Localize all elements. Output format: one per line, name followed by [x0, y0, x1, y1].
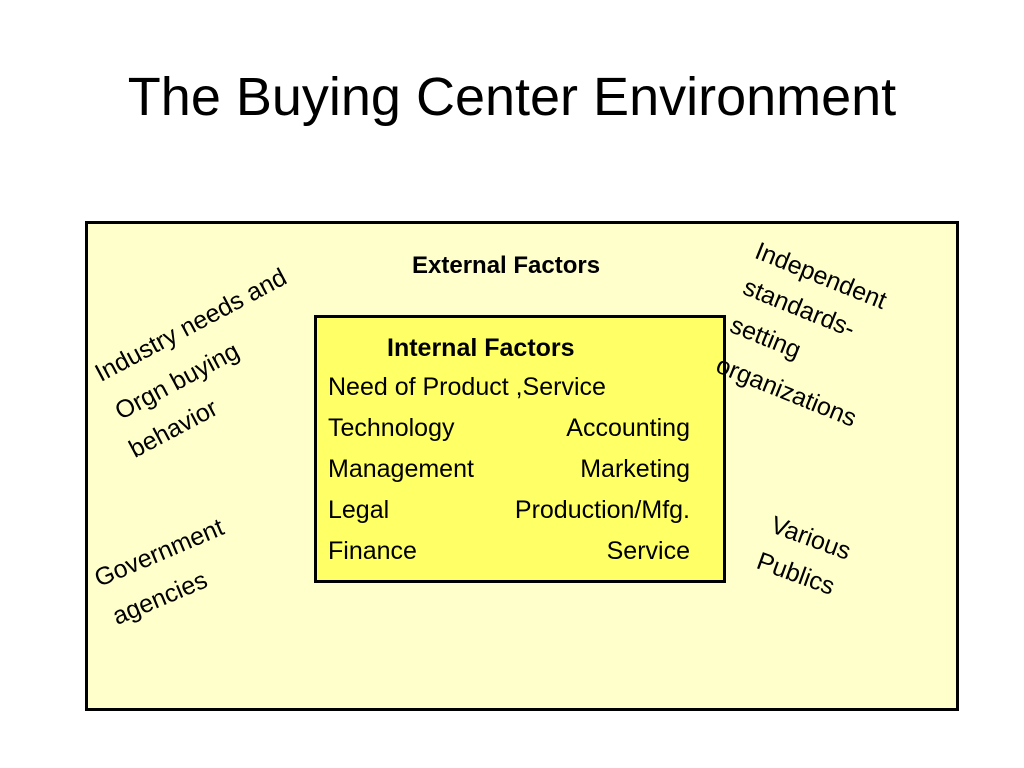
internal-factor-right: Marketing: [580, 455, 690, 483]
internal-factors-label: Internal Factors: [387, 334, 575, 362]
internal-factor-row: Management Marketing: [328, 449, 690, 489]
internal-factors-box: [314, 315, 726, 583]
internal-factor-left: Finance: [328, 537, 417, 565]
internal-factor-right: Service: [606, 537, 690, 565]
internal-factor-left: Need of Product ,Service: [328, 373, 606, 401]
internal-factor-row: Legal Production/Mfg.: [328, 490, 690, 530]
internal-factor-left: Management: [328, 455, 474, 483]
slide-title: The Buying Center Environment: [127, 67, 897, 127]
internal-factor-row: Finance Service: [328, 531, 690, 571]
internal-factor-right: Accounting: [566, 414, 690, 442]
internal-factor-left: Technology: [328, 414, 455, 442]
internal-factor-row: Technology Accounting: [328, 408, 690, 448]
internal-factor-row: Need of Product ,Service: [328, 367, 690, 407]
internal-factor-right: Production/Mfg.: [514, 496, 690, 524]
internal-factor-left: Legal: [328, 496, 390, 524]
external-factors-label: External Factors: [412, 252, 601, 279]
